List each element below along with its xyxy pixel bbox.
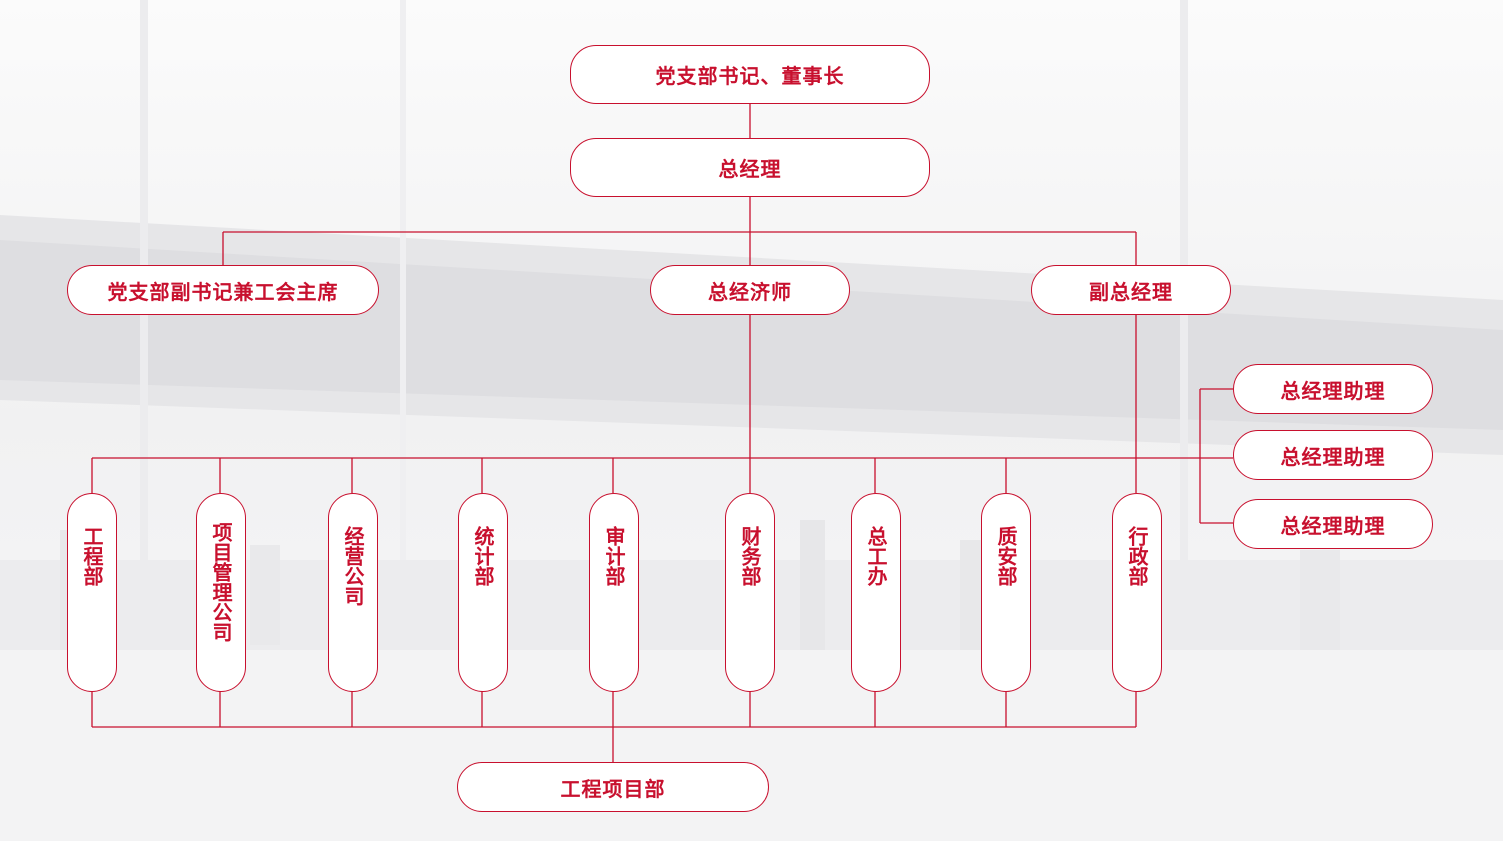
- node-general-manager: 总经理: [570, 138, 930, 197]
- node-deputy-secretary: 党支部副书记兼工会主席: [67, 265, 379, 315]
- node-gm-assistant: 总经理助理: [1233, 499, 1433, 549]
- node-chairman: 党支部书记、董事长: [570, 45, 930, 104]
- node-dept-audit: 审计部: [589, 493, 639, 692]
- node-dept-statistics: 统计部: [458, 493, 508, 692]
- node-deputy-gm: 副总经理: [1031, 265, 1231, 315]
- node-dept-finance: 财务部: [725, 493, 775, 692]
- node-dept-administration: 行政部: [1112, 493, 1162, 692]
- node-dept-engineering: 工程部: [67, 493, 117, 692]
- node-gm-assistant: 总经理助理: [1233, 430, 1433, 480]
- node-dept-quality-safety: 质安部: [981, 493, 1031, 692]
- node-dept-project-management-company: 项目管理公司: [196, 493, 246, 692]
- node-dept-chief-engineer-office: 总工办: [851, 493, 901, 692]
- node-chief-economist: 总经济师: [650, 265, 850, 315]
- node-project-dept: 工程项目部: [457, 762, 769, 812]
- node-gm-assistant: 总经理助理: [1233, 364, 1433, 414]
- node-dept-operating-company: 经营公司: [328, 493, 378, 692]
